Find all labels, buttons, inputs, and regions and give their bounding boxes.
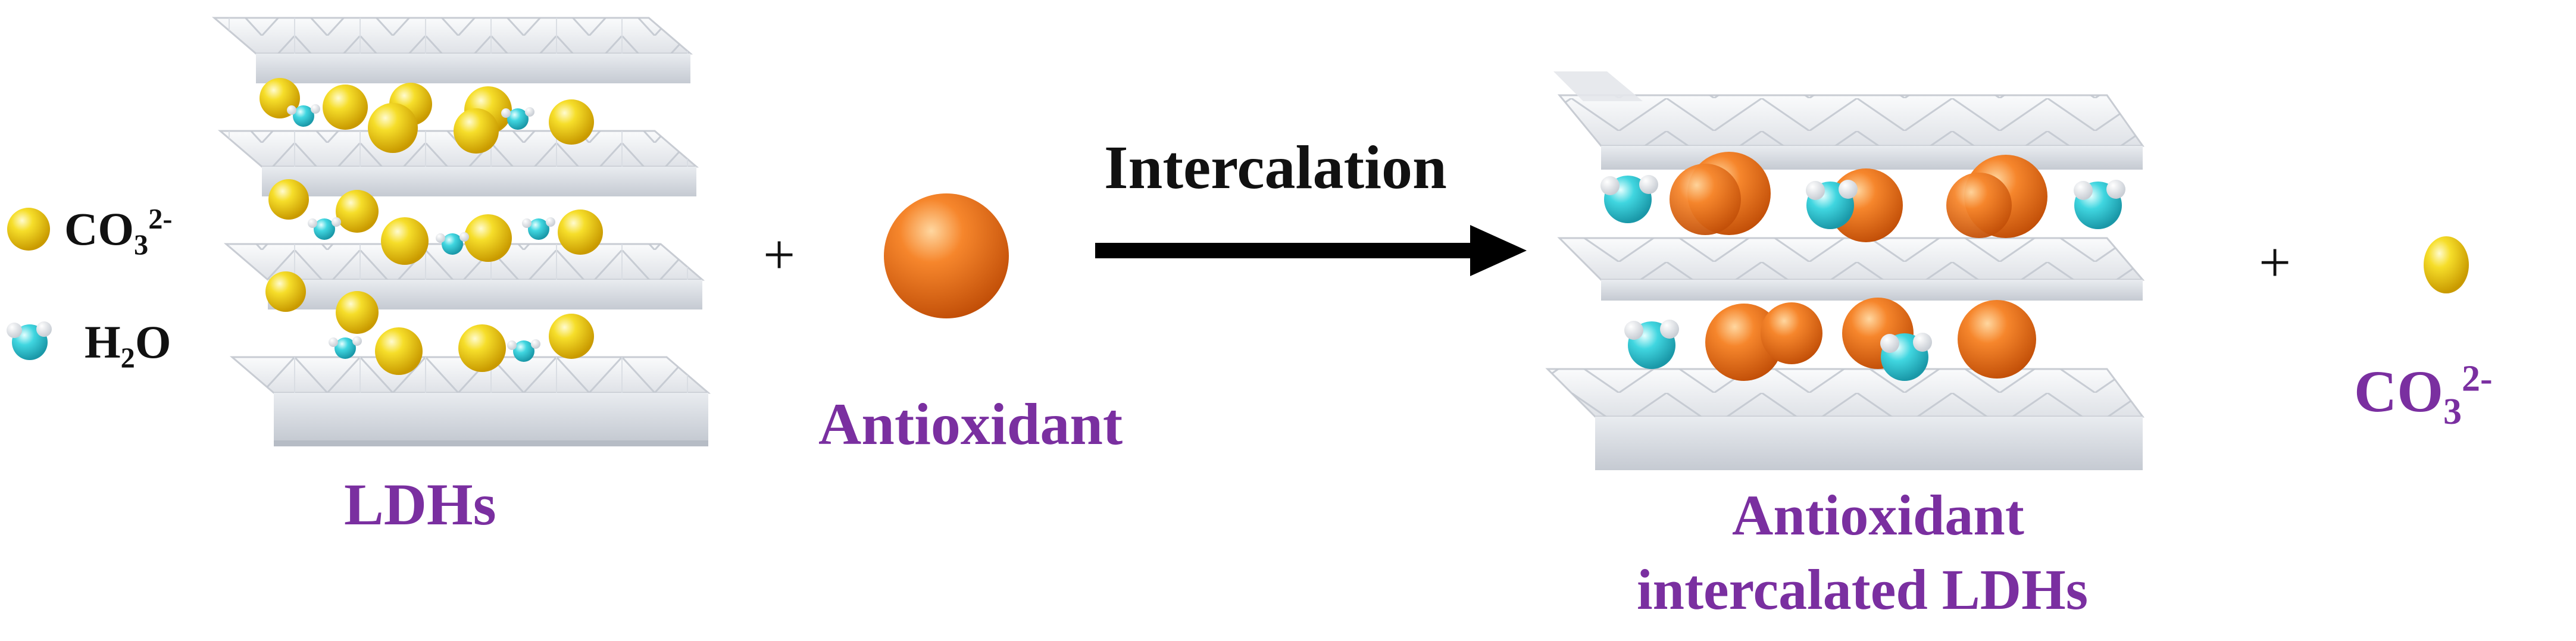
carbonate-ion bbox=[368, 103, 418, 153]
carbonate-ion bbox=[558, 210, 603, 255]
carbonate-ion bbox=[549, 314, 594, 359]
carbonate-ion bbox=[265, 271, 306, 312]
product-label-line2: intercalated LDHs bbox=[1637, 558, 2089, 621]
intercalation-label: Intercalation bbox=[1104, 133, 1447, 202]
reaction-arrow bbox=[1095, 225, 1527, 276]
water-molecule bbox=[1806, 180, 1858, 229]
carbonate-ion bbox=[464, 214, 512, 262]
water-molecule bbox=[501, 107, 534, 130]
carbonate-ion bbox=[336, 291, 379, 334]
water-molecule bbox=[522, 217, 555, 240]
carbonate-ion bbox=[375, 327, 423, 375]
antioxidant-molecule bbox=[1946, 173, 2012, 238]
ldh-layer bbox=[1557, 237, 2145, 301]
antioxidant-sphere bbox=[884, 193, 1009, 318]
ldh-layer bbox=[223, 243, 705, 309]
carbonate-ion bbox=[381, 217, 429, 265]
antioxidant-molecule bbox=[1761, 302, 1822, 364]
legend bbox=[7, 208, 52, 360]
ldh-layer bbox=[229, 356, 711, 446]
carbonate-ion bbox=[268, 179, 309, 220]
water-legend-swatch bbox=[7, 321, 52, 360]
water-molecule bbox=[287, 104, 320, 127]
product-label-line1: Antioxidant bbox=[1732, 483, 2024, 547]
carbonate-product-sphere bbox=[2424, 236, 2469, 293]
carbonate-ion bbox=[454, 108, 499, 154]
carbonate-ion bbox=[458, 324, 506, 372]
carbonate-legend-swatch bbox=[7, 208, 50, 251]
antioxidant-label: Antioxidant bbox=[818, 391, 1123, 457]
carbonate-ion bbox=[323, 85, 368, 130]
antioxidant-molecule bbox=[1958, 300, 2036, 379]
water-molecule bbox=[1600, 175, 1658, 223]
carbonate-ion bbox=[549, 99, 594, 145]
water-molecule bbox=[436, 232, 469, 255]
plus-sign-2: + bbox=[2259, 230, 2291, 294]
ldh-layer bbox=[1545, 368, 2144, 470]
legend-carbonate-label: CO32- bbox=[64, 203, 173, 261]
intercalated-ldhs-structure bbox=[1545, 71, 2145, 470]
water-molecule bbox=[1880, 333, 1932, 381]
ldhs-structure bbox=[211, 17, 711, 446]
water-molecule bbox=[308, 217, 341, 240]
antioxidant-molecule bbox=[1670, 164, 1741, 235]
ldhs-label: LDHs bbox=[344, 471, 496, 537]
legend-water-label: H2O bbox=[85, 316, 171, 374]
water-molecule bbox=[329, 336, 362, 359]
carbonate-ion bbox=[336, 190, 379, 233]
ldh-layer bbox=[211, 17, 693, 83]
water-molecule bbox=[2074, 180, 2125, 229]
water-molecule bbox=[507, 339, 540, 362]
carbonate-product-label: CO32- bbox=[2354, 358, 2493, 432]
water-molecule bbox=[1624, 320, 1679, 369]
ldh-layer bbox=[1553, 71, 2144, 170]
plus-sign-1: + bbox=[763, 223, 796, 286]
